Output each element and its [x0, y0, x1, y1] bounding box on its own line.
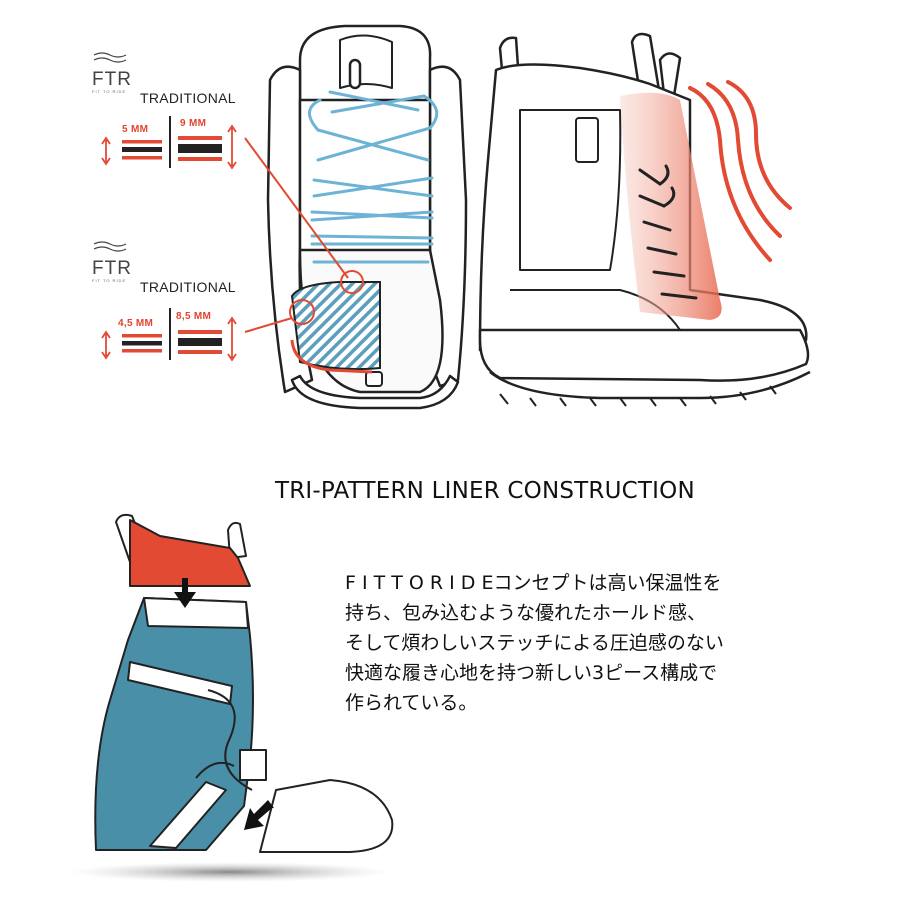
wave-icon [93, 241, 127, 252]
top-scale-label: TRADITIONAL [140, 90, 236, 106]
hatched-insert [290, 281, 381, 371]
bottom-right-value: 8,5 MM [176, 311, 212, 322]
top-scale-graphic [101, 116, 237, 170]
ftr-letters: FTR [92, 258, 132, 279]
bottom-scale-label: TRADITIONAL [140, 279, 236, 295]
description-line: そして煩わしいステッチによる圧迫感のない [345, 632, 724, 654]
description-line: F I T T O R I D Eコンセプトは高い保温性を [345, 572, 722, 594]
liner-shadow [70, 862, 390, 882]
liner-cords [195, 689, 253, 791]
section-title: TRI-PATTERN LINER CONSTRUCTION [275, 478, 695, 504]
side-laces [638, 164, 698, 300]
callout-lines [244, 137, 364, 333]
description-line: 快適な履き心地を持つ新しい3ピース構成で [345, 662, 718, 684]
wave-icon [93, 52, 127, 63]
ftr-tagline: FIT TO RIDE [92, 89, 127, 94]
front-laces [308, 90, 439, 264]
heat-waves [688, 80, 792, 262]
top-left-value: 5 MM [122, 124, 149, 135]
bottom-scale-graphic [101, 308, 237, 362]
description: F I T T O R I D Eコンセプトは高い保温性を 持ち、包み込むような… [345, 568, 865, 718]
bottom-left-value: 4,5 MM [118, 318, 154, 329]
liner-toe-piece [259, 779, 394, 853]
ftr-logo-bottom: FTR FIT TO RIDE [92, 241, 142, 283]
ftr-letters: FTR [92, 69, 132, 90]
liner-top-piece [115, 513, 251, 587]
ftr-tagline: FIT TO RIDE [92, 278, 127, 283]
top-right-value: 9 MM [180, 118, 207, 129]
liner-middle-piece [94, 597, 267, 851]
ftr-logo-top: FTR FIT TO RIDE [92, 52, 142, 94]
heat-zone [620, 92, 722, 320]
assembly-arrows [174, 578, 274, 830]
insert-red-edge [290, 339, 373, 374]
description-line: 持ち、包み込むような優れたホールド感、 [345, 602, 707, 624]
description-line: 作られている。 [345, 692, 478, 714]
